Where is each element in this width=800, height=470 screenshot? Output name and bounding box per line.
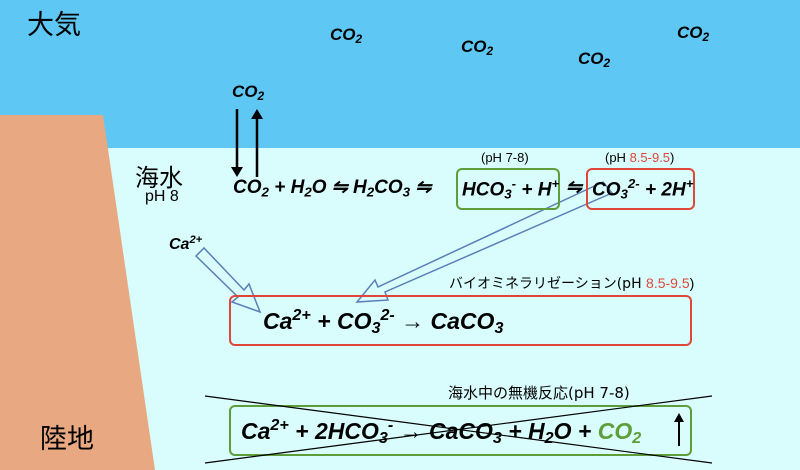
co3-arrow bbox=[355, 181, 614, 303]
inorganic-reaction-box bbox=[229, 405, 692, 456]
eq-h2co3: H2CO3 bbox=[352, 177, 411, 200]
hco3-box bbox=[456, 168, 560, 210]
carbonate-equilibrium: CO2 + H2O ⇋ H2CO3 ⇋ bbox=[233, 176, 431, 199]
co3-box bbox=[586, 168, 695, 210]
inorganic-reaction: Ca2+ + 2HCO3- → CaCO3 + H2O + CO2 bbox=[241, 416, 642, 447]
atm-co2-4: CO2 bbox=[677, 23, 710, 44]
eq-equilibrium-1: ⇋ bbox=[331, 177, 348, 198]
ca-ion-label: Ca2+ bbox=[169, 234, 203, 254]
eq-equilibrium-2: ⇋ bbox=[415, 177, 432, 198]
atm-co2-1: CO2 bbox=[330, 25, 363, 46]
eq-hco3: HCO3- + H+ bbox=[462, 176, 560, 202]
co2-release-arrow bbox=[674, 413, 684, 446]
co2-exchange-arrows bbox=[231, 109, 263, 177]
biomineralization-label: バイオミネラリゼーション(pH 8.5-9.5) bbox=[449, 275, 695, 292]
co3-ph-label: (pH 8.5-9.5) bbox=[605, 150, 675, 165]
land-label: 陸地 bbox=[40, 424, 94, 455]
atmosphere-region bbox=[0, 0, 800, 148]
eq-h2o: H2O bbox=[290, 177, 327, 200]
atm-co2-3: CO2 bbox=[578, 49, 611, 70]
eq-co2: CO2 bbox=[233, 177, 269, 200]
biomineralization-box bbox=[229, 295, 692, 346]
ca-arrow bbox=[194, 246, 262, 314]
atmosphere-label: 大気 bbox=[27, 10, 81, 41]
biomineralization-reaction: Ca2+ + CO32- → CaCO3 bbox=[263, 306, 504, 337]
seawater-label: 海水 bbox=[135, 164, 183, 192]
exchange-co2: CO2 bbox=[232, 82, 265, 103]
eq-equilibrium-3: ⇋ bbox=[566, 177, 582, 198]
eq-co3: CO32- + 2H+ bbox=[592, 176, 694, 202]
hco3-ph-label: (pH 7-8) bbox=[481, 150, 529, 165]
seawater-ph-label: pH 8 bbox=[145, 188, 179, 205]
atm-co2-2: CO2 bbox=[461, 37, 494, 58]
inorganic-reaction-label: 海水中の無機反応(pH 7-8) bbox=[448, 384, 630, 402]
eq-plus: + bbox=[274, 177, 286, 198]
